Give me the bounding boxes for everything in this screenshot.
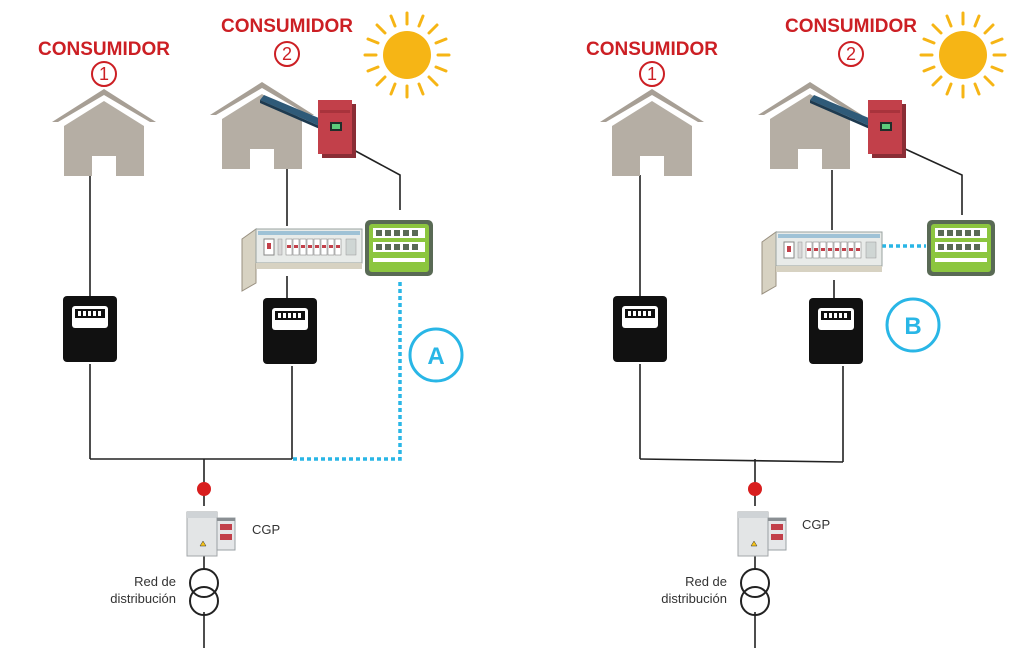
grid-label-line2: distribución (110, 591, 176, 606)
connection-a-dotted (292, 282, 402, 461)
consumer-2-number-circle (838, 41, 864, 67)
house-icon (600, 89, 704, 176)
cgp-box-icon (186, 511, 236, 557)
left-diagram: CONSUMIDOR 1 CONSUMIDOR 2 (38, 11, 464, 648)
house-icon (210, 82, 314, 169)
generation-meter-icon (365, 220, 433, 276)
consumer-1-number-circle (639, 61, 665, 87)
sun-icon (363, 11, 451, 99)
breaker-panel-icon (761, 231, 883, 295)
badge-a: A (427, 343, 444, 370)
consumer-2-title: CONSUMIDOR (785, 16, 917, 37)
transformer-icon (740, 568, 770, 616)
grid-label-line1: Red de (685, 574, 727, 589)
meter-icon (63, 296, 117, 362)
consumer-2-number: 2 (846, 44, 856, 64)
cgp-label: CGP (802, 517, 830, 532)
wiring (639, 147, 963, 648)
consumer-2-title: CONSUMIDOR (221, 16, 353, 37)
wiring (89, 147, 401, 648)
consumer-1-number-circle (91, 61, 117, 87)
badge-b: B (904, 313, 921, 340)
cgp-box-icon (737, 511, 787, 557)
inverter-icon (318, 100, 356, 158)
grid-label-line1: Red de (134, 574, 176, 589)
meter-icon (809, 298, 863, 364)
transformer-icon (189, 568, 219, 616)
consumer-1-number: 1 (647, 64, 657, 84)
generation-meter-icon (927, 220, 995, 276)
inverter-icon (868, 100, 906, 158)
consumer-1-title: CONSUMIDOR (38, 39, 170, 60)
house-icon (52, 89, 156, 176)
connection-node (748, 482, 762, 496)
connection-node (197, 482, 211, 496)
badge-circle (408, 327, 464, 383)
meter-icon (613, 296, 667, 362)
breaker-panel-icon (241, 228, 363, 292)
consumer-2-number: 2 (282, 44, 292, 64)
house-icon (758, 82, 862, 169)
sun-icon (919, 11, 1007, 99)
consumer-1-title: CONSUMIDOR (586, 39, 718, 60)
meter-icon (263, 298, 317, 364)
consumer-1-number: 1 (99, 64, 109, 84)
grid-label-line2: distribución (661, 591, 727, 606)
consumer-2-number-circle (274, 41, 300, 67)
right-diagram: CONSUMIDOR 1 CONSUMIDOR 2 B (586, 11, 1007, 648)
badge-circle (885, 297, 941, 353)
cgp-label: CGP (252, 522, 280, 537)
